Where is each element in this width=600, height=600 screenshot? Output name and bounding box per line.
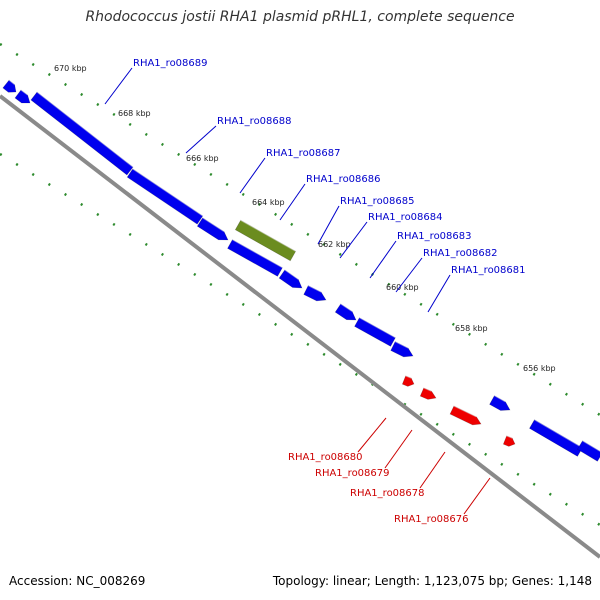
forward-gene-6	[227, 239, 283, 277]
reverse-gene-1	[401, 375, 415, 387]
reverse-gene-track	[401, 375, 516, 447]
gene-leader-line	[419, 451, 446, 489]
forward-gene-11	[390, 340, 414, 358]
map-title: Rhodococcus jostii RHA1 plasmid pRHL1, c…	[85, 9, 515, 25]
forward-gene-8	[303, 284, 327, 302]
forward-gene-label[interactable]: RHA1_ro08681	[451, 265, 526, 276]
upper-tick-dots	[0, 42, 600, 417]
tick-label: 664 kbp	[252, 198, 285, 207]
gene-leader-line	[279, 183, 306, 221]
tick-label: 656 kbp	[523, 364, 556, 373]
gene-leader-line	[104, 67, 133, 105]
gene-leader-line	[239, 157, 266, 194]
reverse-gene-label[interactable]: RHA1_ro08680	[288, 452, 363, 463]
tick-label: 666 kbp	[186, 154, 219, 163]
gene-leader-line	[369, 240, 397, 279]
reverse-gene-label[interactable]: RHA1_ro08676	[394, 514, 469, 525]
reverse-gene-4	[502, 435, 516, 447]
reverse-gene-3	[449, 405, 482, 426]
highlighted-gene	[234, 219, 297, 262]
forward-gene-1	[2, 79, 17, 93]
topology-summary: Topology: linear; Length: 1,123,075 bp; …	[272, 574, 592, 588]
tick-label: 662 kbp	[318, 240, 351, 249]
forward-gene-label[interactable]: RHA1_ro08687	[266, 148, 341, 159]
tick-label: 658 kbp	[455, 324, 488, 333]
backbone-line	[0, 94, 600, 559]
gene-leader-line	[317, 205, 340, 245]
forward-gene-label[interactable]: RHA1_ro08684	[368, 212, 443, 223]
forward-gene-track	[2, 79, 600, 462]
forward-gene-9	[334, 303, 357, 321]
forward-gene-label[interactable]: RHA1_ro08686	[306, 174, 381, 185]
forward-gene-2	[14, 89, 31, 104]
forward-gene-5	[196, 217, 229, 241]
reverse-gene-2	[419, 387, 437, 400]
forward-gene-10	[354, 317, 396, 347]
forward-gene-label[interactable]: RHA1_ro08688	[217, 116, 292, 127]
genome-backbone	[0, 94, 600, 559]
forward-gene-7	[278, 269, 303, 289]
gene-leader-line	[427, 274, 451, 313]
lower-tick-track	[0, 152, 600, 527]
gene-leader-line	[357, 417, 387, 453]
tick-label: 660 kbp	[386, 283, 419, 292]
forward-gene-4	[126, 168, 204, 225]
gene-leader-line	[339, 221, 368, 259]
tick-label: 668 kbp	[118, 109, 151, 118]
gene-labels: RHA1_ro08689RHA1_ro08688RHA1_ro08687RHA1…	[104, 58, 526, 525]
tick-label: 670 kbp	[54, 64, 87, 73]
gene-leader-line	[395, 257, 423, 293]
forward-gene-14	[577, 440, 600, 462]
accession-text: Accession: NC_008269	[9, 574, 146, 588]
forward-gene-12	[489, 395, 511, 411]
gene-leader-line	[463, 477, 491, 515]
forward-gene-label[interactable]: RHA1_ro08682	[423, 248, 498, 259]
forward-gene-label[interactable]: RHA1_ro08689	[133, 58, 208, 69]
gene-leader-line	[384, 429, 413, 469]
tick-labels: 670 kbp 668 kbp 666 kbp 664 kbp 662 kbp 660 k…	[54, 64, 556, 373]
forward-gene-13	[529, 419, 583, 457]
reverse-gene-label[interactable]: RHA1_ro08679	[315, 468, 390, 479]
forward-gene-label[interactable]: RHA1_ro08683	[397, 231, 472, 242]
gene-leader-line	[185, 125, 217, 154]
upper-tick-track	[0, 42, 600, 417]
forward-gene-3	[30, 91, 134, 176]
reverse-gene-label[interactable]: RHA1_ro08678	[350, 488, 425, 499]
lower-tick-dots	[0, 152, 600, 527]
forward-gene-label[interactable]: RHA1_ro08685	[340, 196, 415, 207]
